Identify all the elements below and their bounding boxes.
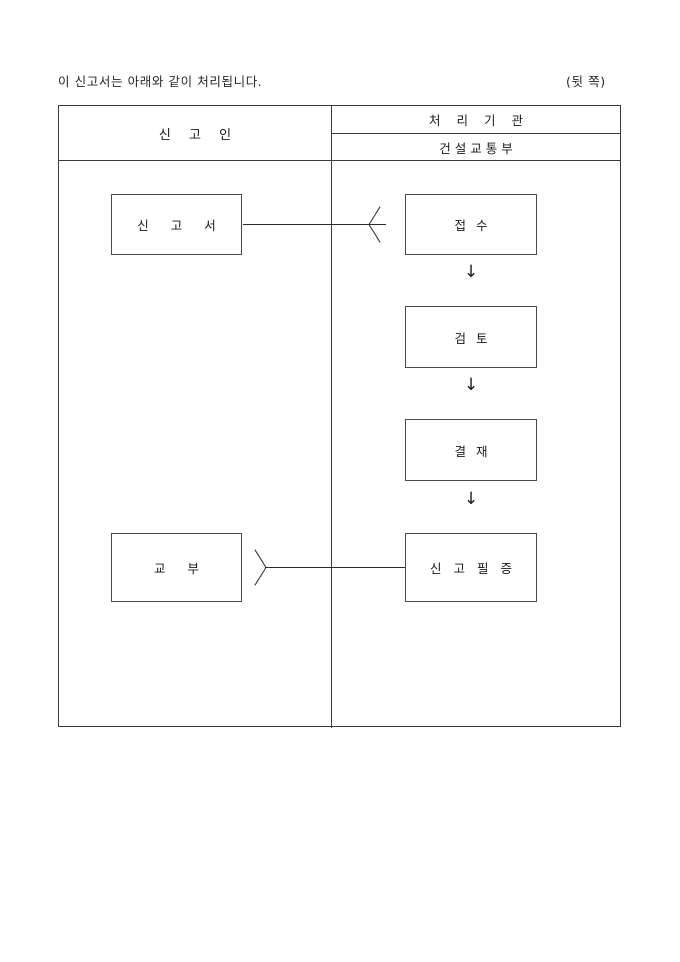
flow-box-issuance: 교 부 — [111, 533, 242, 602]
flow-box-approval: 결 재 — [405, 419, 537, 481]
flow-box-review: 검 토 — [405, 306, 537, 368]
column-header-agency: 처 리 기 관 — [429, 113, 529, 128]
column-divider — [331, 106, 332, 728]
column-subheader-ministry: 건설교통부 — [439, 140, 517, 156]
flow-box-certificate: 신 고 필 증 — [405, 533, 537, 602]
arrow-right-icon — [368, 206, 389, 243]
column-header-applicant: 신 고 인 — [158, 127, 239, 143]
arrow-left-icon — [246, 549, 267, 586]
arrow-down-icon-review-to-approval: ↓ — [463, 375, 479, 395]
flow-box-report-form: 신 고 서 — [111, 194, 242, 255]
connector-line-form-to-receipt — [243, 224, 386, 225]
arrow-down-icon-receipt-to-review: ↓ — [463, 262, 479, 282]
header-middle-rule — [331, 133, 620, 134]
page-side-marker: (뒷 쪽) — [566, 74, 606, 89]
process-table: 신 고 인 처 리 기 관 건설교통부 — [58, 105, 621, 728]
flow-box-receipt: 접 수 — [405, 194, 537, 255]
connector-line-certificate-to-issuance — [265, 567, 405, 568]
arrow-down-icon-approval-to-certificate: ↓ — [463, 489, 479, 509]
processing-note: 이 신고서는 아래와 같이 처리됩니다. — [58, 74, 263, 89]
header-bottom-rule — [59, 160, 620, 161]
